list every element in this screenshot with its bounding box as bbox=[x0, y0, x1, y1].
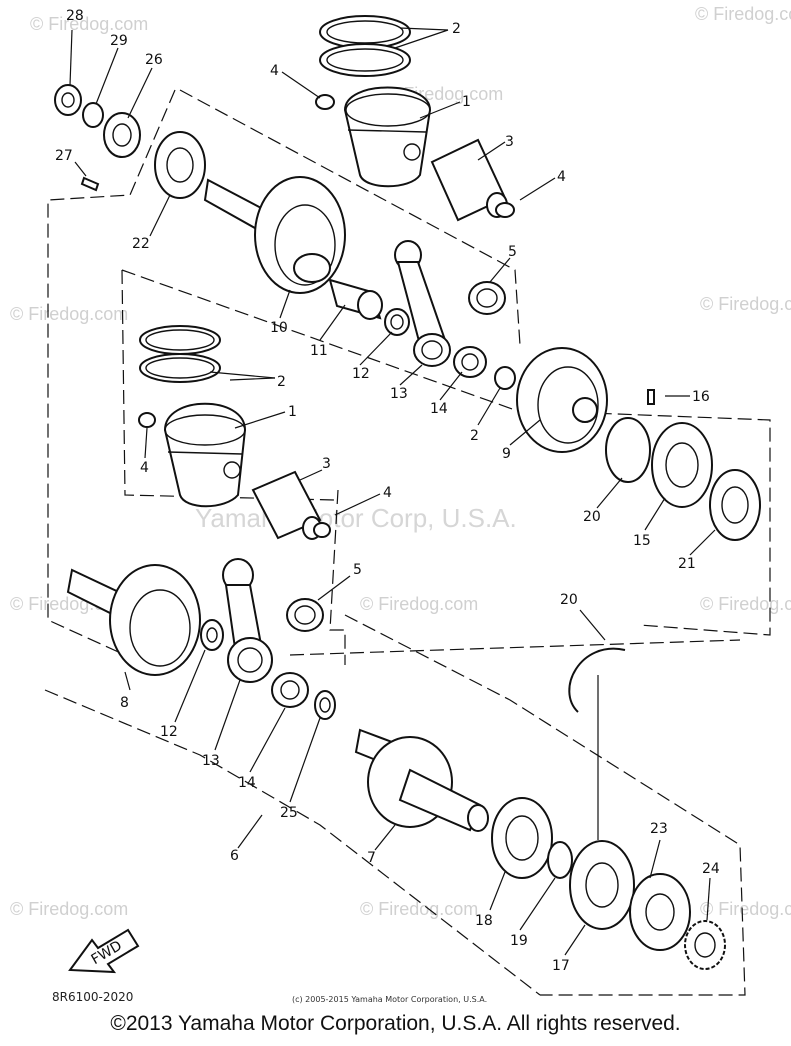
bearing-upper-big-end bbox=[453, 346, 487, 378]
clip-middle-right bbox=[313, 522, 331, 538]
watermark-firedog: © Firedog.com bbox=[695, 4, 791, 24]
callout-8: 8 bbox=[120, 695, 129, 711]
watermark-firedog: © Firedog.com bbox=[700, 899, 791, 919]
watermark-firedog: © Firedog.com bbox=[30, 14, 148, 34]
main-bearing-upper bbox=[154, 131, 206, 199]
callout-22: 23 bbox=[650, 821, 668, 837]
clip-middle-left bbox=[138, 412, 156, 428]
clip-upper-left bbox=[315, 94, 335, 110]
callout-2: 2 bbox=[470, 428, 479, 444]
callout-2: 2 bbox=[452, 21, 461, 37]
watermark-firedog: © Firedog.com bbox=[10, 304, 128, 324]
oil-seal-22 bbox=[629, 873, 691, 951]
crank-pin-upper bbox=[328, 278, 383, 320]
bearing-middle-small-end bbox=[286, 598, 324, 632]
crank-half-center bbox=[516, 347, 608, 453]
washer-lower-12 bbox=[200, 619, 224, 651]
callout-5: 5 bbox=[353, 562, 362, 578]
connecting-rod-upper bbox=[394, 240, 451, 367]
callout-7: 7 bbox=[367, 850, 376, 866]
crank-half-upper bbox=[203, 176, 346, 294]
callout-17: 17 bbox=[552, 958, 570, 974]
callout-27: 27 bbox=[55, 148, 73, 164]
watermark-firedog: © Firedog.com bbox=[360, 899, 478, 919]
washer-upper bbox=[384, 308, 410, 336]
callout-4: 4 bbox=[270, 63, 279, 79]
callout-5: 5 bbox=[508, 244, 517, 260]
callout-14: 14 bbox=[430, 401, 448, 417]
bearing-17 bbox=[569, 840, 635, 930]
watermarks: © Firedog.com © Firedog.com © Firedog.co… bbox=[10, 4, 791, 919]
callout-21: 22 bbox=[132, 236, 150, 252]
callout-24: 25 bbox=[280, 805, 298, 821]
callout-13: 13 bbox=[202, 753, 220, 769]
key-27 bbox=[80, 176, 100, 192]
callout-9: 9 bbox=[502, 446, 511, 462]
callout-4: 4 bbox=[140, 460, 149, 476]
forward-arrow-icon: FWD bbox=[68, 928, 140, 974]
exploded-parts-diagram: © Firedog.com © Firedog.com © Firedog.co… bbox=[10, 4, 791, 996]
copyright-notice: ©2013 Yamaha Motor Corporation, U.S.A. A… bbox=[110, 1012, 681, 1035]
piston-rings-middle bbox=[139, 325, 221, 383]
piston-rings-upper bbox=[319, 15, 411, 77]
callout-25: 20 bbox=[560, 592, 578, 608]
callout-labels: 2 4 1 3 4 5 28 29 26 27 22 10 11 12 13 1… bbox=[55, 8, 720, 974]
oil-seal-26 bbox=[103, 112, 141, 158]
callout-4: 4 bbox=[383, 485, 392, 501]
callout-26: 26 bbox=[145, 52, 163, 68]
callout-20: 21 bbox=[678, 556, 696, 572]
gear-23 bbox=[684, 920, 726, 970]
washer-24 bbox=[314, 690, 336, 720]
bearing-lower-big-end bbox=[271, 672, 309, 708]
diagram-code: 8R6100-2020 bbox=[52, 990, 134, 1004]
washer-19 bbox=[547, 841, 573, 879]
watermark-firedog: © Firedog.com bbox=[10, 899, 128, 919]
callout-20: 20 bbox=[583, 509, 601, 525]
bearing-18 bbox=[491, 797, 553, 879]
assembly-outlines bbox=[44, 89, 771, 996]
callout-3: 3 bbox=[505, 134, 514, 150]
callout-12: 12 bbox=[160, 724, 178, 740]
piston-upper bbox=[343, 86, 432, 188]
clip-upper-right bbox=[495, 202, 515, 218]
callout-6: 6 bbox=[230, 848, 239, 864]
callout-15: 15 bbox=[633, 533, 651, 549]
watermark-yamaha: Yamaha Motor Corp, U.S.A. bbox=[195, 503, 517, 533]
callout-23: 24 bbox=[702, 861, 720, 877]
bearing-center bbox=[605, 417, 713, 508]
connecting-rod-lower bbox=[222, 558, 273, 683]
callout-29: 29 bbox=[110, 33, 128, 49]
callout-1: 1 bbox=[462, 94, 471, 110]
leader-lines bbox=[69, 27, 716, 956]
callout-11: 11 bbox=[310, 343, 328, 359]
callout-19: 19 bbox=[510, 933, 528, 949]
callout-16: 16 bbox=[692, 389, 710, 405]
nut-28 bbox=[54, 84, 82, 116]
circlip-25 bbox=[568, 647, 626, 713]
callout-3: 3 bbox=[322, 456, 331, 472]
crank-half-lower bbox=[66, 564, 201, 676]
crank-half-7 bbox=[354, 728, 489, 832]
watermark-firedog: © Firedog.com bbox=[700, 294, 791, 314]
watermark-firedog: © Firedog.com bbox=[360, 594, 478, 614]
callout-10: 10 bbox=[270, 320, 288, 336]
callout-1: 1 bbox=[288, 404, 297, 420]
circlip-29 bbox=[82, 102, 104, 128]
callout-4: 4 bbox=[557, 169, 566, 185]
bearing-20-right bbox=[709, 469, 761, 541]
callout-28: 28 bbox=[66, 8, 84, 24]
callout-2: 2 bbox=[277, 374, 286, 390]
callout-13: 13 bbox=[390, 386, 408, 402]
bearing-upper-small-end bbox=[468, 281, 506, 315]
callout-14: 14 bbox=[238, 775, 256, 791]
diagram-copyright-small: (c) 2005-2015 Yamaha Motor Corporation, … bbox=[292, 995, 488, 1004]
piston-middle bbox=[163, 402, 247, 508]
watermark-firedog: © Firedog.com bbox=[700, 594, 791, 614]
callout-12: 12 bbox=[352, 366, 370, 382]
pin-16 bbox=[647, 389, 655, 405]
piston-pin-middle bbox=[251, 470, 322, 540]
callout-18: 18 bbox=[475, 913, 493, 929]
washer-upper-2 bbox=[494, 366, 516, 390]
